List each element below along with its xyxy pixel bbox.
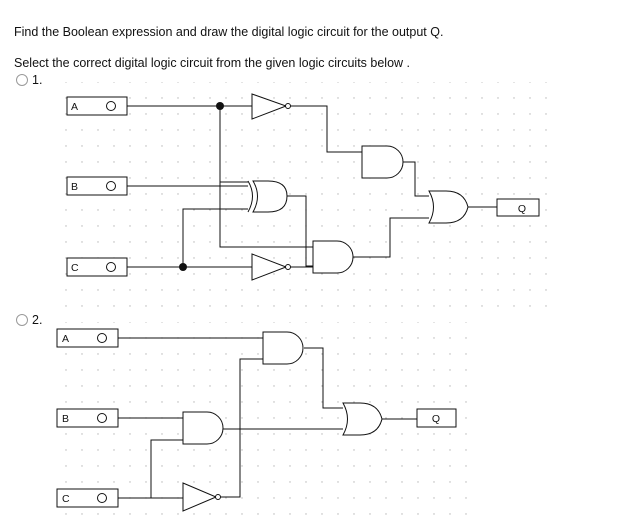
input-b-2: B xyxy=(56,408,119,428)
option-1-label: 1. xyxy=(32,73,43,87)
junction-dot xyxy=(216,102,224,110)
not-gate-2 xyxy=(182,482,221,512)
and-gate-2-middle xyxy=(182,411,224,445)
not-gate-a xyxy=(251,93,291,120)
grid-background-1 xyxy=(55,82,555,308)
question-instruction: Select the correct digital logic circuit… xyxy=(14,56,410,70)
junction-dot xyxy=(179,263,187,271)
and-gate-bottom xyxy=(312,240,354,274)
input-label-a: A xyxy=(62,333,69,345)
wires-1 xyxy=(127,102,497,271)
output-q-2: Q xyxy=(416,408,457,428)
circuit-1: A B C xyxy=(66,93,540,281)
input-label-b: B xyxy=(71,181,78,193)
radio-button-icon[interactable] xyxy=(16,314,28,326)
input-label-a: A xyxy=(71,101,78,113)
output-q-1: Q xyxy=(496,198,540,217)
input-a-1: A xyxy=(66,96,128,116)
input-port-icon xyxy=(106,101,116,111)
or-gate-1 xyxy=(428,190,469,224)
input-label-c: C xyxy=(71,262,79,274)
input-a-2: A xyxy=(56,328,119,348)
input-port-icon xyxy=(106,181,116,191)
input-label-c: C xyxy=(62,493,70,505)
xor-gate xyxy=(247,180,288,213)
input-b-1: B xyxy=(66,176,128,196)
input-port-icon xyxy=(97,413,107,423)
input-c-1: C xyxy=(66,257,128,277)
output-label-q: Q xyxy=(432,413,440,425)
or-gate-2 xyxy=(342,402,383,436)
and-gate-2-top xyxy=(262,331,304,365)
not-gate-c xyxy=(251,253,291,281)
option-2-label: 2. xyxy=(32,313,43,327)
input-port-icon xyxy=(97,333,107,343)
radio-button-icon[interactable] xyxy=(16,74,28,86)
input-label-b: B xyxy=(62,413,69,425)
output-label-q: Q xyxy=(518,203,526,215)
input-port-icon xyxy=(106,262,116,272)
input-port-icon xyxy=(97,493,107,503)
option-2-radio[interactable]: 2. xyxy=(16,313,42,327)
question-prompt: Find the Boolean expression and draw the… xyxy=(14,25,444,39)
option-1-radio[interactable]: 1. xyxy=(16,73,42,87)
input-c-2: C xyxy=(56,488,119,508)
circuit-2: A B C xyxy=(56,328,457,512)
and-gate-top xyxy=(361,145,404,179)
wires-2 xyxy=(118,337,417,499)
grid-background-2 xyxy=(52,322,472,518)
